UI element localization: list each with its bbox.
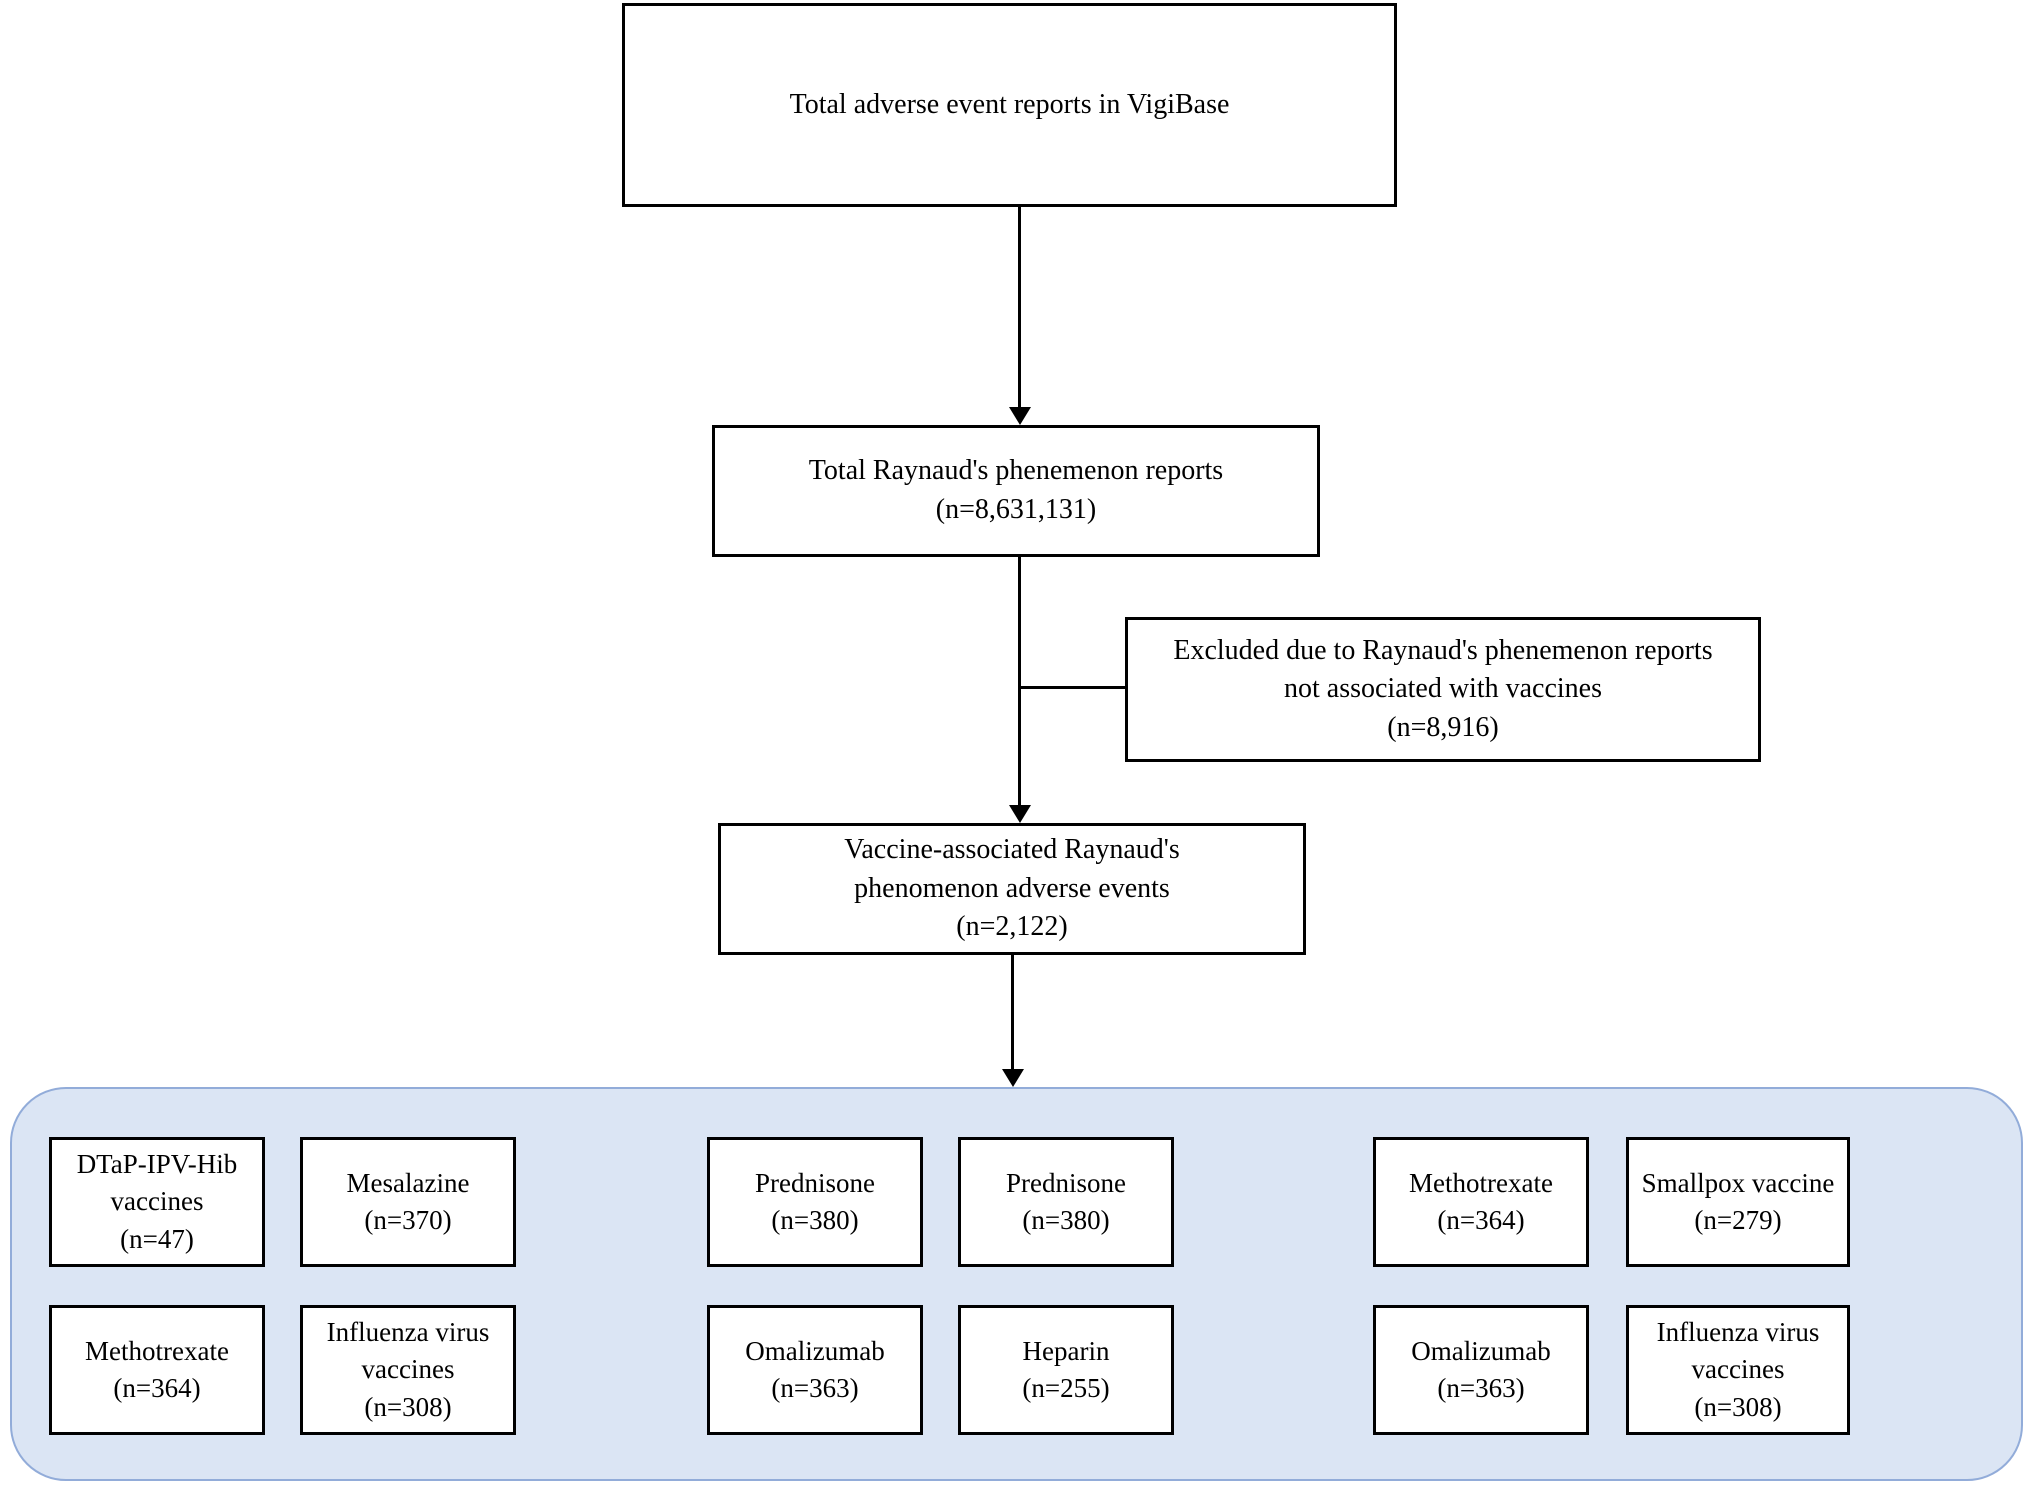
drug-box-influenza-vaccines-1: Influenza virus vaccines (n=308) <box>300 1305 516 1435</box>
drug-count: (n=308) <box>364 1391 452 1422</box>
raynaud-total-count: (n=8,631,131) <box>935 494 1097 525</box>
arrowhead-down-icon <box>1002 1069 1024 1087</box>
drug-count: (n=363) <box>771 1373 859 1403</box>
excluded-label-line1: Excluded due to Raynaud's phenemenon rep… <box>1173 634 1713 666</box>
drug-name: Omalizumab <box>1411 1335 1551 1366</box>
excluded-box: Excluded due to Raynaud's phenemenon rep… <box>1125 617 1761 762</box>
drug-panel: DTaP-IPV-Hib vaccines (n=47) Mesalazine … <box>10 1087 2023 1481</box>
drug-name: Omalizumab <box>745 1335 885 1366</box>
drug-count: (n=370) <box>364 1205 452 1235</box>
drug-count: (n=308) <box>1694 1391 1782 1422</box>
excluded-label-line2: not associated with vaccines <box>1283 673 1602 705</box>
vaccine-associated-box: Vaccine-associated Raynaud's phenomenon … <box>718 823 1306 955</box>
drug-box-mesalazine: Mesalazine (n=370) <box>300 1137 516 1267</box>
arrowhead-down-icon <box>1009 407 1031 425</box>
drug-name: Mesalazine <box>346 1167 470 1198</box>
drug-box-dtap-ipv-hib: DTaP-IPV-Hib vaccines (n=47) <box>49 1137 265 1267</box>
vaccine-associated-line1: Vaccine-associated Raynaud's <box>844 834 1180 866</box>
connector-line <box>1018 556 1021 807</box>
drug-box-omalizumab-1: Omalizumab (n=363) <box>707 1305 923 1435</box>
drug-name: DTaP-IPV-Hib vaccines <box>76 1149 238 1217</box>
drug-count: (n=380) <box>1022 1205 1110 1235</box>
excluded-count: (n=8,916) <box>1387 711 1499 743</box>
drug-count: (n=47) <box>120 1223 194 1254</box>
drug-count: (n=279) <box>1694 1205 1782 1235</box>
drug-box-prednisone-1: Prednisone (n=380) <box>707 1137 923 1267</box>
drug-box-methotrexate-2: Methotrexate (n=364) <box>49 1305 265 1435</box>
drug-count: (n=364) <box>1437 1205 1525 1235</box>
vaccine-associated-line2: phenomenon adverse events <box>854 872 1170 904</box>
drug-box-prednisone-2: Prednisone (n=380) <box>958 1137 1174 1267</box>
connector-line <box>1018 206 1021 411</box>
raynaud-total-box: Total Raynaud's phenemenon reports (n=8,… <box>712 425 1320 557</box>
drug-count: (n=380) <box>771 1205 859 1235</box>
vaccine-associated-count: (n=2,122) <box>956 911 1068 943</box>
drug-box-smallpox-vaccine: Smallpox vaccine (n=279) <box>1626 1137 1850 1267</box>
drug-name: Influenza virus vaccines <box>326 1317 490 1385</box>
connector-line <box>1011 954 1014 1071</box>
drug-name: Heparin <box>1022 1335 1110 1366</box>
vigibase-total-label: Total adverse event reports in VigiBase <box>789 88 1230 120</box>
vigibase-total-box: Total adverse event reports in VigiBase <box>622 3 1397 207</box>
drug-box-omalizumab-2: Omalizumab (n=363) <box>1373 1305 1589 1435</box>
drug-name: Methotrexate <box>1409 1167 1553 1198</box>
arrowhead-down-icon <box>1009 805 1031 823</box>
drug-count: (n=364) <box>113 1373 201 1403</box>
drug-name: Smallpox vaccine <box>1641 1167 1835 1198</box>
drug-count: (n=363) <box>1437 1373 1525 1403</box>
drug-box-influenza-vaccines-2: Influenza virus vaccines (n=308) <box>1626 1305 1850 1435</box>
drug-box-methotrexate-1: Methotrexate (n=364) <box>1373 1137 1589 1267</box>
connector-branch-line <box>1018 686 1126 689</box>
drug-name: Prednisone <box>755 1167 875 1198</box>
drug-name: Methotrexate <box>85 1335 229 1366</box>
drug-box-heparin: Heparin (n=255) <box>958 1305 1174 1435</box>
drug-count: (n=255) <box>1022 1373 1110 1403</box>
drug-name: Prednisone <box>1006 1167 1126 1198</box>
raynaud-total-label: Total Raynaud's phenemenon reports <box>808 455 1224 487</box>
drug-name: Influenza virus vaccines <box>1656 1317 1820 1385</box>
